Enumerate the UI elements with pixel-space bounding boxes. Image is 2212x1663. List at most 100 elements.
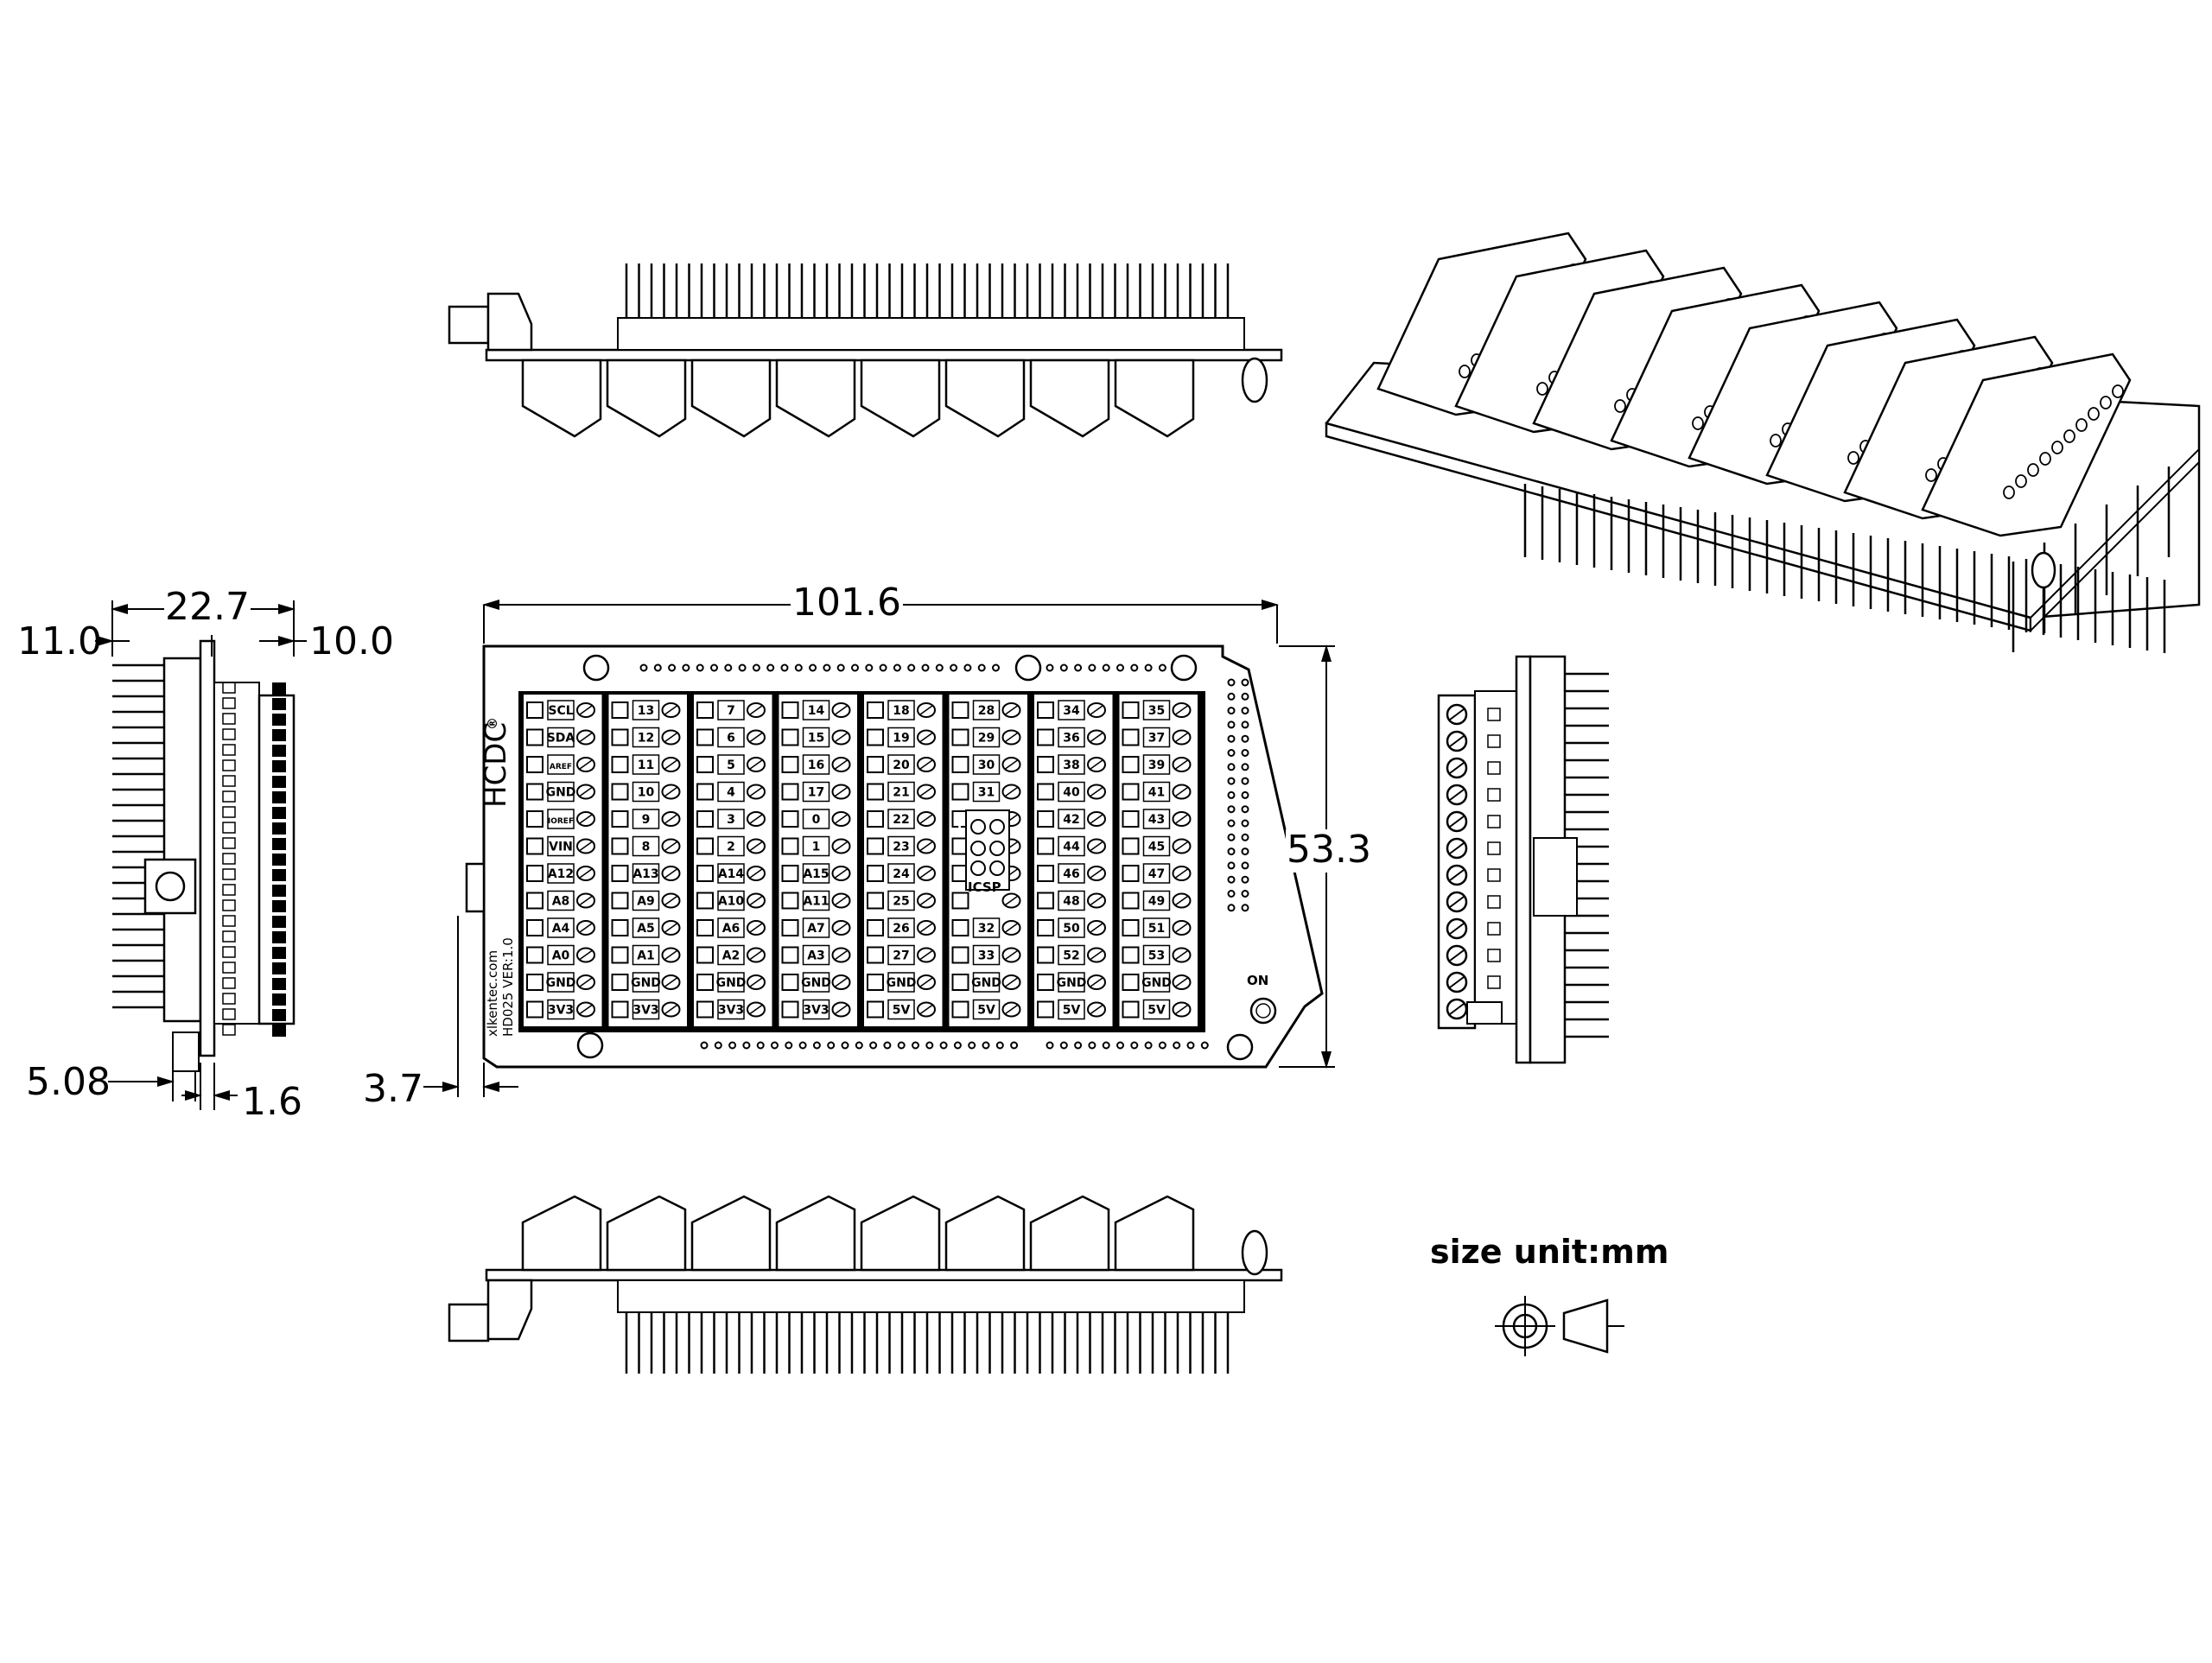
unit-note: size unit:mm (1430, 1233, 1669, 1271)
terminal-label: 3V3 (803, 1004, 829, 1018)
screw-terminal (1087, 784, 1106, 800)
header-hole (1241, 890, 1249, 898)
screw-terminal (1001, 757, 1021, 772)
screw-terminal (1172, 866, 1192, 881)
header-hole (1241, 763, 1249, 771)
solder-pad (867, 756, 884, 773)
screw-terminal (1087, 974, 1106, 990)
solder-pad (867, 865, 884, 882)
header-hole (1241, 904, 1249, 912)
terminal-label: 15 (808, 732, 824, 746)
header-hole (1102, 1041, 1110, 1050)
terminal-label: GND (716, 976, 747, 990)
screw-terminal (1001, 947, 1021, 963)
solder-pad (1037, 728, 1054, 746)
header-hole (1116, 663, 1124, 672)
terminal-column (1119, 695, 1198, 1026)
terminal-label: 14 (808, 704, 825, 718)
header-hole (1130, 1041, 1139, 1050)
terminal-label: GND (971, 976, 1001, 990)
terminal-label: 26 (893, 922, 909, 936)
header-hole (812, 1041, 821, 1050)
screw-head (1536, 382, 1548, 396)
terminal-label: 53 (1148, 949, 1165, 963)
header-hole (1227, 790, 1236, 799)
screw-terminal (1087, 947, 1106, 963)
header-hole (855, 1041, 863, 1050)
dimension-width: 101.6 (482, 579, 1279, 644)
solder-pad (696, 728, 714, 746)
screw-head (1692, 416, 1704, 430)
screw-head (2063, 429, 2075, 443)
screw-terminal (917, 757, 936, 772)
screw-terminal (1172, 729, 1192, 746)
terminal-label: 10 (638, 786, 655, 800)
screw-head (1446, 810, 1468, 833)
solder-pad (867, 892, 884, 910)
header-hole (1173, 1041, 1181, 1050)
mounting-hole (582, 654, 610, 682)
header-hole (1241, 720, 1249, 729)
solder-pad (611, 892, 629, 910)
solder-pad (951, 701, 969, 719)
solder-pad (1037, 756, 1054, 773)
screw-terminal (1001, 920, 1021, 936)
terminal-label: 0 (812, 813, 821, 827)
solder-pad (781, 728, 799, 746)
screw-terminal (661, 838, 681, 854)
screw-terminal (1172, 947, 1192, 963)
header-hole (865, 663, 874, 672)
solder-pad (696, 974, 714, 991)
screw-terminal (1172, 974, 1192, 990)
solder-pad (526, 783, 543, 801)
header-hole (1241, 678, 1249, 687)
terminal-label: 4 (727, 786, 735, 800)
screw-terminal (661, 947, 681, 963)
brand-name: HCDC (479, 722, 513, 808)
terminal-label: IOREF (548, 817, 574, 826)
mounting-hole (1014, 654, 1042, 682)
screw-terminal (1087, 892, 1106, 909)
screw-terminal (661, 784, 681, 800)
terminal-label: A3 (807, 949, 825, 963)
terminal-label: GND (1057, 976, 1087, 990)
header-hole (1200, 1041, 1209, 1050)
screw-terminal (576, 1001, 595, 1018)
solder-pad (951, 946, 969, 964)
terminal-label: A1 (637, 949, 655, 963)
header-holes-right (1227, 678, 1249, 912)
screw-terminal (831, 947, 851, 963)
version-label: HD025 VER:1.0 (500, 937, 516, 1037)
top-view-board: ON SCLSDAAREFGNDIOREFVINA12A8A4A0GND3V31… (465, 644, 1324, 1069)
screw-head (1446, 784, 1468, 806)
solder-pad (781, 756, 799, 773)
screw-terminal (1172, 811, 1192, 827)
height-value: 53.3 (1287, 828, 1371, 872)
header-hole (1144, 1041, 1153, 1050)
header-hole (1059, 1041, 1068, 1050)
solder-pad (1122, 919, 1140, 936)
side-reset-button (143, 858, 197, 915)
terminal-label: 33 (978, 949, 995, 963)
screw-terminal (917, 729, 936, 746)
solder-pad (526, 1000, 543, 1019)
power-led (1249, 997, 1277, 1025)
elevation-bottom-pins (625, 1312, 1230, 1374)
screw-terminal (917, 920, 936, 936)
icsp-header: 1 ICSP (955, 809, 1010, 895)
solder-pad (867, 919, 884, 936)
terminal-label: GND (887, 976, 917, 990)
terminal-label: GND (1141, 976, 1172, 990)
terminal-label: GND (546, 786, 576, 800)
header-hole (1227, 819, 1236, 828)
terminal-block (1029, 1195, 1110, 1272)
third-angle-projection-icon (1495, 1296, 1624, 1356)
solder-pad (867, 946, 884, 964)
screw-terminal (831, 702, 851, 718)
terminal-label: 27 (893, 949, 909, 963)
terminal-label: 28 (978, 704, 995, 718)
terminal-label: A11 (803, 895, 829, 909)
terminal-block (690, 359, 772, 438)
terminal-label: 11 (638, 759, 654, 772)
screw-terminal (576, 702, 595, 718)
